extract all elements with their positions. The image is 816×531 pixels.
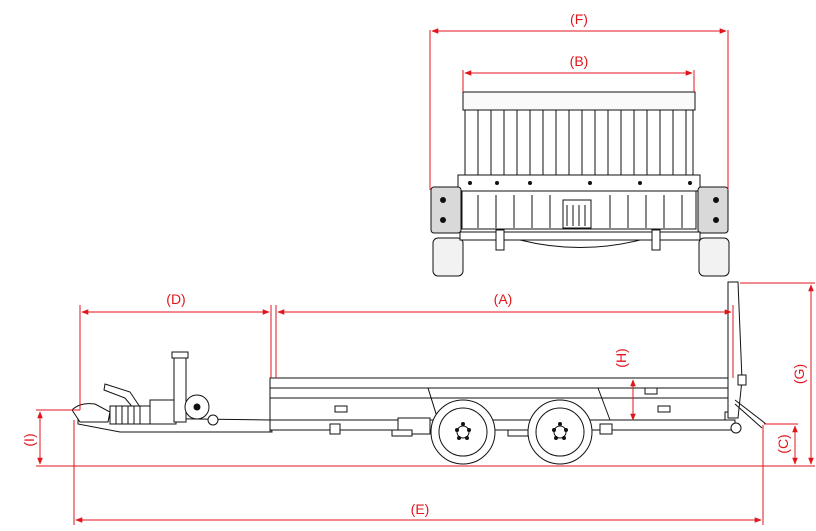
label-g: (G) — [791, 364, 807, 384]
label-h: (H) — [613, 348, 629, 367]
label-b: (B) — [570, 53, 589, 69]
rear-right-lamp — [697, 186, 729, 234]
coupling-head — [71, 403, 111, 423]
rear-ramp-top-rail — [462, 91, 696, 111]
side-view-drawing — [71, 281, 767, 465]
side-wheel-front — [430, 399, 496, 465]
jockey-wheel-post — [173, 355, 187, 423]
side-wheel-rear — [527, 399, 593, 465]
deck-side-panel — [269, 387, 736, 423]
label-i: (I) — [21, 433, 37, 446]
rear-ramp-panel — [464, 109, 694, 176]
rear-view-drawing — [430, 91, 730, 277]
rear-ramp-upright — [727, 281, 743, 419]
ramp-strut — [734, 399, 767, 425]
rear-left-tyre — [432, 237, 464, 277]
rear-axle — [459, 231, 701, 241]
dimension-labels: (F) (B) (D) (A) (E) (G) (C) (I) (H) — [21, 11, 807, 517]
rear-hitch-block — [562, 199, 592, 229]
rear-axle-sag — [519, 239, 641, 248]
deck-top-rail — [269, 377, 736, 389]
rear-ramp-slats — [477, 110, 687, 175]
label-c: (C) — [775, 434, 791, 453]
label-e: (E) — [411, 501, 430, 517]
rear-lower-frame — [461, 190, 697, 230]
rear-lower-slats — [477, 195, 683, 228]
label-a: (A) — [494, 291, 513, 307]
rear-left-lamp — [430, 186, 462, 234]
dimension-lines — [36, 28, 815, 525]
rear-right-tyre — [698, 237, 730, 277]
rear-body-frame — [457, 174, 701, 192]
label-d: (D) — [166, 291, 185, 307]
label-f: (F) — [570, 11, 588, 27]
